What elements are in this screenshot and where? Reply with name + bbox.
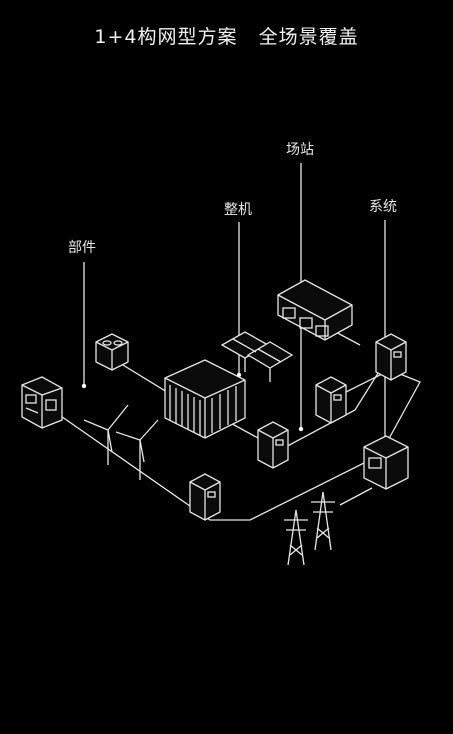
label-system: 系统 (369, 199, 397, 215)
wind-turbine-icon (83, 404, 159, 480)
solar-panel-icon (220, 331, 294, 382)
generator-skid-icon (277, 279, 353, 341)
inverter-cabinet-icon (189, 333, 407, 521)
label-station: 场站 (286, 142, 314, 158)
page-title: 1+4构网型方案 全场景覆盖 (94, 26, 359, 48)
label-unit: 整机 (224, 202, 252, 218)
label-parts: 部件 (68, 240, 96, 256)
control-cabinet-icon (363, 435, 409, 490)
transmission-tower-icon (284, 491, 335, 566)
power-cabinet-icon (21, 376, 63, 429)
fan-unit-icon (95, 333, 129, 371)
energy-storage-container-icon (164, 359, 246, 439)
